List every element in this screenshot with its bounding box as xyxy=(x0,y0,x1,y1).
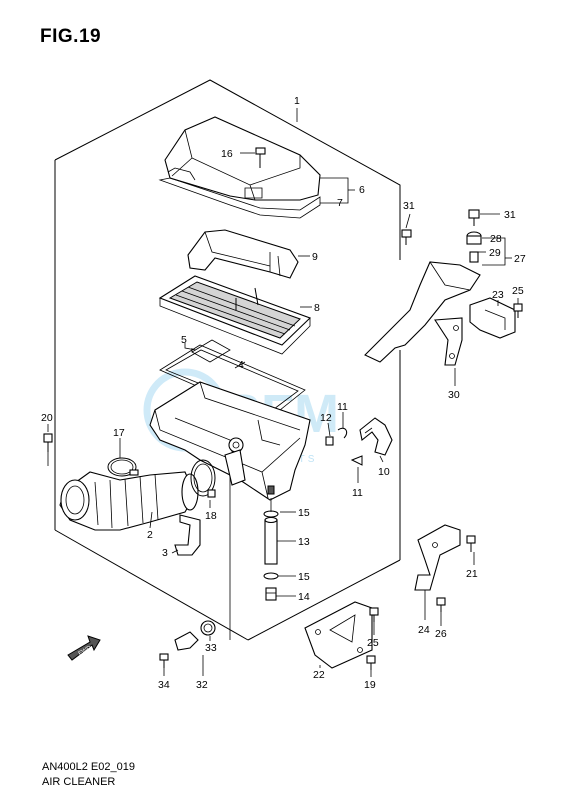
callout-30: 30 xyxy=(448,389,460,401)
callout-26: 26 xyxy=(435,628,447,640)
clip-11-icon xyxy=(337,427,348,439)
bolt-25-lower-icon xyxy=(369,607,379,622)
filter-element xyxy=(158,275,312,355)
callout-13: 13 xyxy=(298,536,310,548)
diagram-name: AIR CLEANER xyxy=(42,776,116,788)
front-arrow-label: FWD xyxy=(78,645,93,657)
callout-23: 23 xyxy=(492,289,504,301)
figure-title: FIG.19 xyxy=(40,26,102,47)
nut-12-icon xyxy=(325,436,334,446)
sensor-assembly xyxy=(159,620,216,668)
callout-32: 32 xyxy=(196,679,208,691)
callout-15-upper: 15 xyxy=(298,507,310,519)
callout-labels: 1 2 3 4 5 6 7 8 9 10 11 11 12 13 14 15 1… xyxy=(41,95,526,691)
callout-19: 19 xyxy=(364,679,376,691)
callout-31-right: 31 xyxy=(504,209,516,221)
side-bracket-24 xyxy=(414,524,461,591)
clamp-18-icon xyxy=(190,459,216,498)
callout-3: 3 xyxy=(162,547,168,559)
bolt-31-right-icon xyxy=(468,209,480,226)
callout-2: 2 xyxy=(147,529,153,541)
callout-29: 29 xyxy=(489,247,501,259)
callout-16: 16 xyxy=(221,148,233,160)
bolt-20-icon xyxy=(43,433,53,452)
callout-18: 18 xyxy=(205,510,217,522)
drain-hose xyxy=(264,498,278,565)
drain-plug-icon xyxy=(265,587,277,601)
callout-1: 1 xyxy=(294,95,300,107)
bolt-26-icon xyxy=(436,597,446,612)
bracket-23 xyxy=(469,297,516,339)
callout-28: 28 xyxy=(490,233,502,245)
screw-16-icon xyxy=(255,147,266,168)
callout-11-lower: 11 xyxy=(352,487,363,499)
element-holder xyxy=(187,229,299,279)
callout-31-left: 31 xyxy=(403,200,415,212)
collar-29-icon xyxy=(469,251,479,263)
duct-bracket xyxy=(174,514,201,556)
bolt-31-left-icon xyxy=(401,229,412,245)
mounting-plate-22 xyxy=(304,601,373,669)
intake-duct xyxy=(59,471,199,531)
callout-14: 14 xyxy=(298,591,310,603)
callout-17: 17 xyxy=(113,427,125,439)
callout-6: 6 xyxy=(359,184,365,196)
callout-5: 5 xyxy=(181,334,187,346)
leader-lines xyxy=(47,108,519,677)
clip-11-lower-icon xyxy=(350,455,363,466)
callout-25-upper: 25 xyxy=(512,285,524,297)
right-bracket-30 xyxy=(364,261,481,366)
callout-12: 12 xyxy=(320,412,332,424)
diagram-code: AN400L2 E02_019 xyxy=(42,761,135,773)
callout-20: 20 xyxy=(41,412,53,424)
bolt-21-icon xyxy=(466,535,476,552)
callout-25-lower: 25 xyxy=(367,637,379,649)
grommet-28-icon xyxy=(466,231,482,245)
callout-9: 9 xyxy=(312,251,318,263)
hose-clamp-lower-icon xyxy=(263,572,279,580)
clamp-17-icon xyxy=(107,457,139,477)
front-direction-icon xyxy=(67,635,101,661)
callout-10: 10 xyxy=(378,466,390,478)
callout-27: 27 xyxy=(514,253,526,265)
callout-24: 24 xyxy=(418,624,430,636)
callout-22: 22 xyxy=(313,669,325,681)
callout-11-upper: 11 xyxy=(337,401,348,413)
callout-21: 21 xyxy=(466,568,478,580)
air-cleaner-case xyxy=(149,381,311,501)
callout-15-lower: 15 xyxy=(298,571,310,583)
hose-clamp-upper-icon xyxy=(263,510,279,518)
cover-seal xyxy=(158,177,321,219)
callout-33: 33 xyxy=(205,642,217,654)
callout-34: 34 xyxy=(158,679,170,691)
callout-8: 8 xyxy=(314,302,320,314)
callout-4: 4 xyxy=(238,359,244,371)
callout-7: 7 xyxy=(337,197,343,209)
air-cleaner-cover xyxy=(164,116,321,201)
breather-hose xyxy=(359,417,393,456)
bolt-19-icon xyxy=(366,655,376,670)
